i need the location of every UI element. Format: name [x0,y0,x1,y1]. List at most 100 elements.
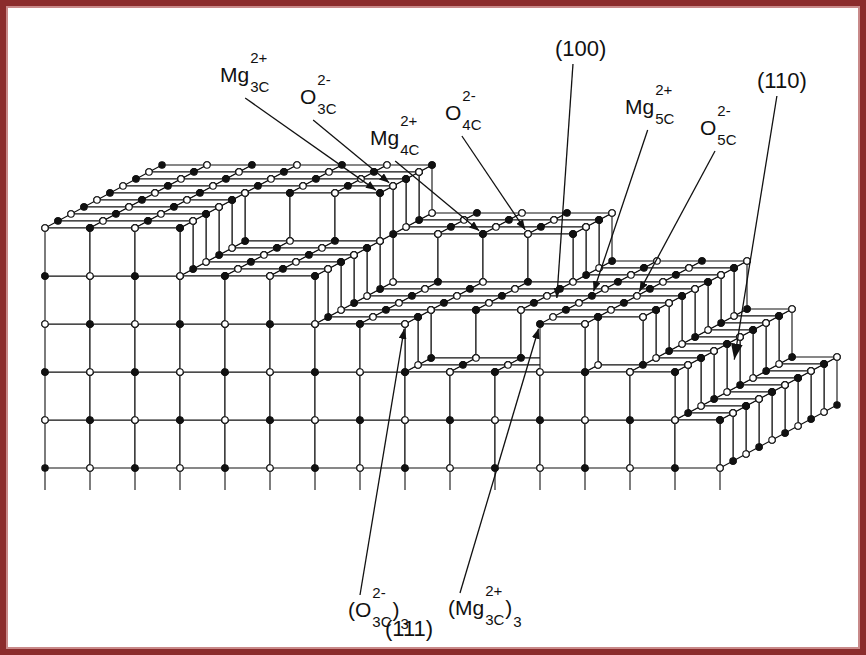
lattice-cube [132,273,183,327]
oxide-ion [705,327,711,333]
magnesium-ion [808,416,814,422]
magnesium-ion [139,197,145,203]
magnesium-ion [428,355,434,361]
crystal-face [637,289,695,296]
oxide-ion [222,417,228,423]
oxide-ion [287,238,293,244]
magnesium-ion [312,369,318,375]
oxide-ion [731,313,737,319]
magnesium-ion [313,176,319,182]
oxide-ion [326,169,332,175]
crystal-face [431,310,476,358]
crystal-face [315,420,360,468]
crystal-face [450,372,495,420]
magnesium-ion [325,314,331,320]
oxide-ion [731,313,737,319]
oxide-ion [357,465,363,471]
crystal-face [135,221,193,228]
magnesium-ion [255,183,261,189]
magnesium-ion [583,272,589,278]
oxide-ion [42,225,48,231]
lattice-cube [537,417,588,471]
magnesium-ion [448,224,454,230]
magnesium-ion [583,272,589,278]
facet-label: (111) [385,618,433,640]
oxide-ion [357,369,363,375]
oxide-ion [184,197,190,203]
oxide-ion [402,417,408,423]
magnesium-ion [132,273,138,279]
crystal-face [335,186,393,193]
magnesium-ion [673,272,679,278]
magnesium-ion [87,321,93,327]
magnesium-ion [570,231,576,237]
magnesium-ion [165,183,171,189]
oxide-ion [672,417,678,423]
magnesium-ion [698,355,704,361]
crystal-face [180,372,225,420]
magnesium-ion [165,183,171,189]
magnesium-ion [834,402,840,408]
oxide-ion [294,162,300,168]
oxide-ion [570,279,576,285]
magnesium-ion [390,231,396,237]
oxide-ion [242,190,248,196]
magnesium-ion [87,417,93,423]
oxide-ion [769,437,775,443]
oxide-ion [390,183,396,189]
magnesium-ion [596,217,602,223]
crystal-face [624,296,682,303]
magnesium-ion [795,375,801,381]
oxide-ion [627,369,633,375]
magnesium-ion [267,321,273,327]
oxide-ion [834,354,840,360]
magnesium-ion [357,417,363,423]
magnesium-ion [730,458,736,464]
oxide-ion [268,176,274,182]
magnesium-ion [743,403,749,409]
magnesium-ion [197,190,203,196]
magnesium-ion [460,362,466,368]
crystal-face [495,372,540,420]
magnesium-ion [531,300,537,306]
crystal-face [675,420,720,468]
magnesium-ion [242,238,248,244]
lattice-cube [447,417,498,471]
magnesium-ion [42,273,48,279]
magnesium-ion [177,321,183,327]
oxide-ion [685,362,691,368]
oxide-ion [267,369,273,375]
magnesium-ion [705,279,711,285]
magnesium-ion [171,204,177,210]
oxide-ion [595,362,601,368]
crystal-face [296,255,354,262]
magnesium-ion [107,190,113,196]
oxide-ion [447,465,453,471]
lattice-cube [87,273,138,327]
magnesium-ion [345,183,351,189]
magnesium-ion [666,348,672,354]
oxide-ion [493,224,499,230]
magnesium-ion [756,444,762,450]
magnesium-ion [699,258,705,264]
magnesium-ion [338,259,344,265]
magnesium-ion [821,361,827,367]
magnesium-ion [531,300,537,306]
magnesium-ion [351,300,357,306]
oxide-ion [763,320,769,326]
oxide-ion [236,169,242,175]
leader-arrow [462,136,525,230]
oxide-ion [628,272,634,278]
oxide-ion [132,225,138,231]
magnesium-ion [730,458,736,464]
oxide-ion [834,354,840,360]
magnesium-ion [191,169,197,175]
magnesium-ion [672,369,678,375]
magnesium-ion [692,334,698,340]
crystal-face [483,234,528,282]
oxide-ion [377,238,383,244]
crystal-face [45,276,90,324]
crystal-face [360,317,418,324]
oxide-ion [416,169,422,175]
magnesium-ion [145,218,151,224]
